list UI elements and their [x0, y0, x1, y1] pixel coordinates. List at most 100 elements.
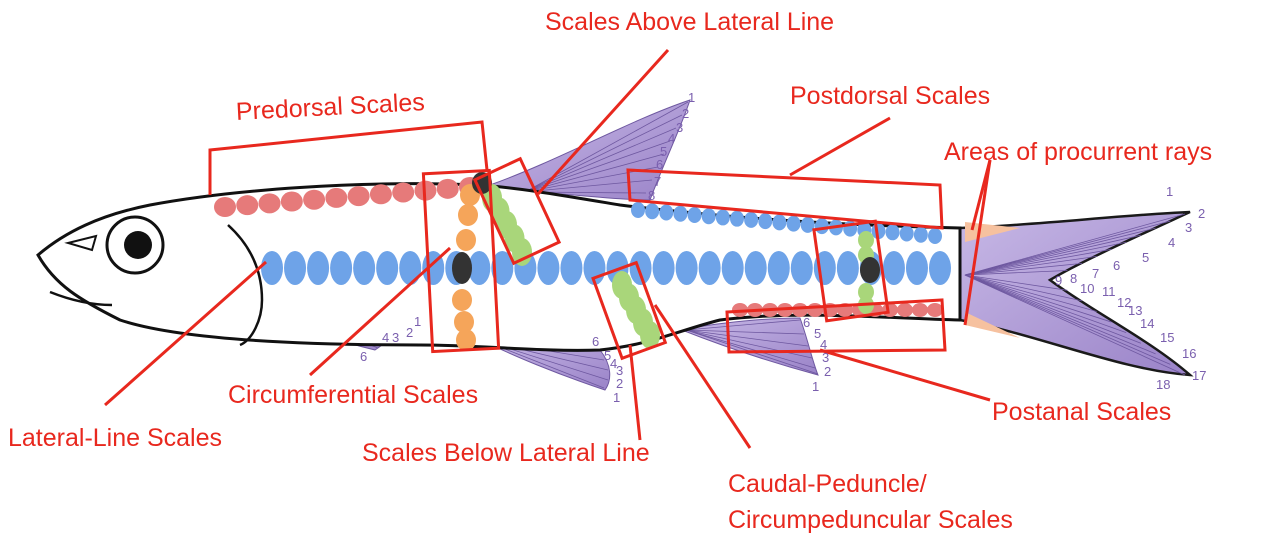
pectoral-ray-number: 4: [382, 330, 389, 345]
lateral-line-scale: [722, 251, 744, 285]
anal-fin: [682, 318, 818, 375]
marker-scale-peduncle: [860, 257, 880, 283]
eye-pupil: [124, 231, 152, 259]
lateral-line-scale: [676, 251, 698, 285]
pelvic-ray-number: 1: [613, 390, 620, 405]
lateral-line-scale: [768, 251, 790, 285]
anal-ray-number: 3: [822, 350, 829, 365]
caudal-ray-number: 5: [1142, 250, 1149, 265]
label-caudal-peduncle: Caudal-Peduncle/: [728, 472, 927, 497]
postdorsal-scale: [673, 206, 687, 222]
predorsal-scale: [281, 192, 303, 212]
predorsal-scale: [325, 188, 347, 208]
caudal-fin: [960, 212, 1190, 375]
circumferential-scale: [456, 329, 476, 351]
lateral-line-scale: [399, 251, 421, 285]
lateral-line-scale: [376, 251, 398, 285]
circumferential-scale: [452, 289, 472, 311]
postdorsal-scale: [716, 209, 730, 225]
caudal-ray-number: 17: [1192, 368, 1206, 383]
anal-ray-number: 6: [803, 315, 810, 330]
label-circumferential-scales: Circumferential Scales: [228, 383, 478, 408]
lateral-line-scale: [653, 251, 675, 285]
circumferential-scale: [458, 204, 478, 226]
pelvic-ray-number: 2: [616, 376, 623, 391]
dorsal-ray-number: 2: [682, 106, 689, 121]
label-areas-of-procurrent-rays: Areas of procurrent rays: [944, 140, 1212, 165]
caudal-ray-number: 7: [1092, 266, 1099, 281]
pointer-postanal: [820, 350, 990, 400]
dorsal-ray-number: 7: [654, 174, 661, 189]
postdorsal-scale: [787, 216, 801, 232]
lateral-line-scale: [699, 251, 721, 285]
postanal-scale: [882, 303, 898, 317]
lateral-line-scale: [630, 251, 652, 285]
caudal-ray-number: 11: [1102, 284, 1116, 299]
anal-ray-number: 1: [812, 379, 819, 394]
anal-ray-number: 2: [824, 364, 831, 379]
postdorsal-scale: [914, 227, 928, 243]
caudal-ray-number: 2: [1198, 206, 1205, 221]
lateral-line-scale: [929, 251, 951, 285]
label-lateral-line-scales: Lateral-Line Scales: [8, 426, 222, 451]
lateral-line-scale: [307, 251, 329, 285]
predorsal-scale: [370, 184, 392, 204]
caudal-ray-number: 1: [1166, 184, 1173, 199]
caudal-ray-number: 16: [1182, 346, 1196, 361]
label-scales-below-lateral-line: Scales Below Lateral Line: [362, 441, 650, 466]
caudal-ray-number: 8: [1070, 271, 1077, 286]
postdorsal-scale: [772, 214, 786, 230]
postdorsal-scale: [886, 224, 900, 240]
pectoral-ray-number: 1: [414, 314, 421, 329]
lateral-line-scale: [560, 251, 582, 285]
lateral-line-scale: [537, 251, 559, 285]
postdorsal-scale: [688, 207, 702, 223]
postdorsal-scale: [758, 213, 772, 229]
caudal-ray-number: 3: [1185, 220, 1192, 235]
circumferential-scale: [456, 229, 476, 251]
marker-scale-lateral: [452, 252, 472, 284]
label-scales-above-lateral-line: Scales Above Lateral Line: [545, 10, 834, 35]
label-postdorsal-scales: Postdorsal Scales: [790, 84, 990, 109]
caudal-ray-number: 9: [1055, 273, 1062, 288]
lateral-line-scale: [883, 251, 905, 285]
postanal-scale: [897, 303, 913, 317]
caudal-ray-number: 15: [1160, 330, 1174, 345]
caudal-ray-number: 4: [1168, 235, 1175, 250]
postanal-scale: [912, 303, 928, 317]
label-postanal-scales: Postanal Scales: [992, 400, 1171, 425]
lateral-line-scale: [906, 251, 928, 285]
lateral-line-scale: [837, 251, 859, 285]
pectoral-ray-number: 3: [392, 330, 399, 345]
postanal-scale: [927, 303, 943, 317]
predorsal-scale: [437, 179, 459, 199]
caudal-ray-number: 10: [1080, 281, 1094, 296]
pointer-below-line: [630, 345, 640, 440]
dorsal-ray-number: 6: [656, 157, 663, 172]
dorsal-ray-number: 4: [668, 131, 675, 146]
postdorsal-scale: [631, 202, 645, 218]
lateral-line-scale: [330, 251, 352, 285]
lateral-line-scale: [261, 251, 283, 285]
pectoral-ray-number: 2: [406, 325, 413, 340]
label-circumpeduncular-scales: Circumpeduncular Scales: [728, 508, 1013, 533]
postdorsal-scale: [702, 208, 716, 224]
pointer-postdorsal: [790, 118, 890, 175]
lateral-line-scale: [353, 251, 375, 285]
caudal-ray-number: 6: [1113, 258, 1120, 273]
caudal-ray-number: 18: [1156, 377, 1170, 392]
postdorsal-scale: [744, 212, 758, 228]
caudal-ray-number: 14: [1140, 316, 1154, 331]
anal-ray-number: 5: [814, 326, 821, 341]
dorsal-ray-number: 8: [648, 188, 655, 203]
dorsal-ray-number: 3: [676, 120, 683, 135]
pelvic-ray-number: 5: [604, 348, 611, 363]
predorsal-scale: [348, 186, 370, 206]
predorsal-scale: [236, 195, 258, 215]
dorsal-ray-number: 1: [688, 90, 695, 105]
postdorsal-scale: [815, 218, 829, 234]
predorsal-scale: [303, 190, 325, 210]
pelvic-ray-number: 6: [592, 334, 599, 349]
predorsal-scale: [259, 193, 281, 213]
lateral-line-scale: [745, 251, 767, 285]
